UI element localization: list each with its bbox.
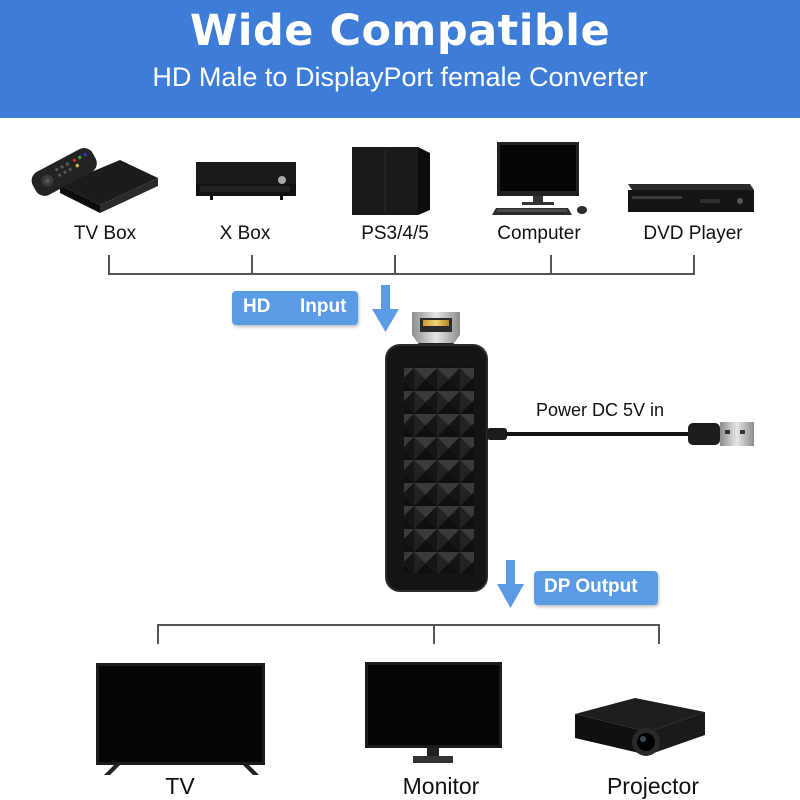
usb-power-cable <box>487 422 754 446</box>
output-badge-text: DP Output <box>544 576 638 597</box>
projector-icon <box>575 698 705 756</box>
tv-icon <box>96 663 265 775</box>
source-label-tv-box: TV Box <box>73 223 137 244</box>
input-badge-hd: HD <box>243 296 271 317</box>
source-label-dvd-player: DVD Player <box>643 223 743 244</box>
output-bracket <box>157 624 660 644</box>
source-label-xbox: X Box <box>219 223 271 244</box>
source-bracket <box>108 255 695 275</box>
output-label-monitor: Monitor <box>402 773 480 799</box>
tv-box-icon <box>31 148 158 213</box>
source-label-playstation: PS3/4/5 <box>361 223 429 244</box>
playstation-console-icon <box>352 147 430 215</box>
input-badge: HD Input <box>232 291 358 325</box>
power-label: Power DC 5V in <box>536 400 665 420</box>
input-badge-input: Input <box>300 296 347 317</box>
adapter-body <box>385 344 488 592</box>
output-badge: DP Output <box>534 571 658 605</box>
page-subtitle: HD Male to DisplayPort female Converter <box>152 62 648 92</box>
output-label-projector: Projector <box>606 773 700 799</box>
input-arrow-icon <box>372 285 399 332</box>
page-title: Wide Compatible <box>189 6 611 56</box>
header-banner: Wide Compatible HD Male to DisplayPort f… <box>0 0 800 118</box>
output-arrow-icon <box>497 560 524 608</box>
monitor-icon <box>365 662 502 763</box>
xbox-console-icon <box>196 162 296 200</box>
output-label-tv: TV <box>165 773 195 799</box>
source-label-computer: Computer <box>497 223 581 244</box>
computer-icon <box>492 142 587 215</box>
dvd-player-icon <box>628 184 754 212</box>
